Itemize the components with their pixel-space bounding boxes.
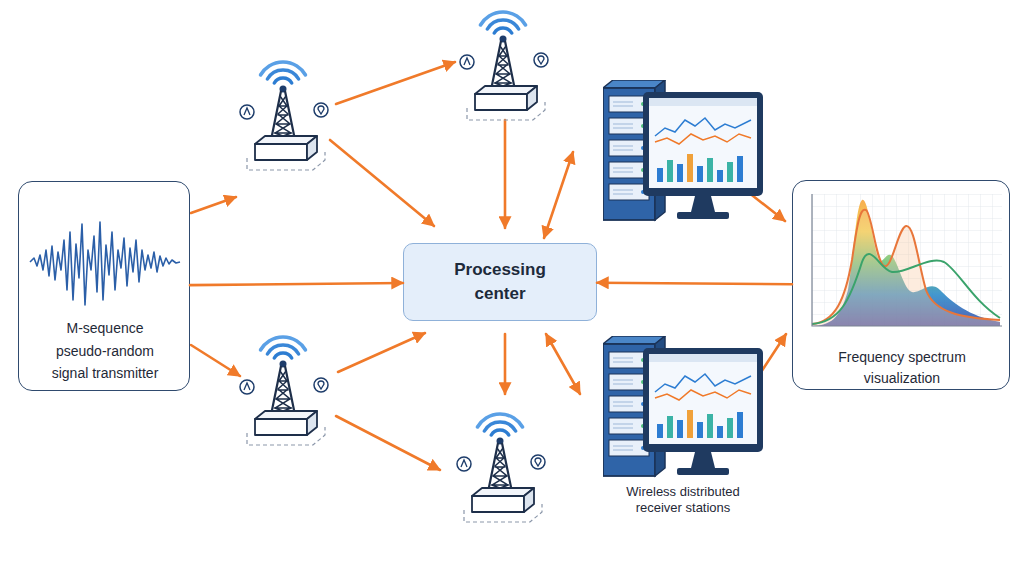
- node-text: M-sequence pseudo-random signal transmit…: [45, 317, 165, 385]
- process-box: Processing center: [403, 243, 597, 321]
- receiver-tower: [240, 62, 328, 170]
- server-workstation: [603, 336, 763, 476]
- spectrum-panel: Frequency spectrum visualization: [792, 180, 1010, 390]
- flow-connector: [597, 283, 792, 284]
- receiver-tower: [457, 414, 545, 522]
- flow-connector: [190, 283, 403, 285]
- signal-arrow: [330, 140, 434, 226]
- receiver-tower: [240, 337, 328, 445]
- caption-label: Wireless distributed receiver stations: [613, 484, 753, 516]
- signal-arrow: [336, 62, 455, 104]
- signal-arrow: [544, 152, 573, 238]
- server-workstation: [603, 80, 763, 220]
- signal-arrow: [336, 416, 440, 470]
- signal-arrow: [191, 197, 236, 213]
- signal-arrow: [748, 192, 785, 221]
- signal-arrow: [546, 334, 580, 394]
- signal-arrow: [338, 333, 425, 372]
- flow-arrows: [191, 62, 786, 470]
- signal-arrow: [748, 334, 786, 392]
- receiver-tower: [460, 12, 548, 120]
- node-text: Processing center: [435, 258, 565, 306]
- signal-arrow: [191, 345, 240, 376]
- transmitter-panel: M-sequence pseudo-random signal transmit…: [18, 181, 190, 391]
- node-text: Frequency spectrum visualization: [827, 347, 977, 389]
- signal-arrow: [504, 120, 507, 228]
- signal-arrow: [504, 334, 507, 394]
